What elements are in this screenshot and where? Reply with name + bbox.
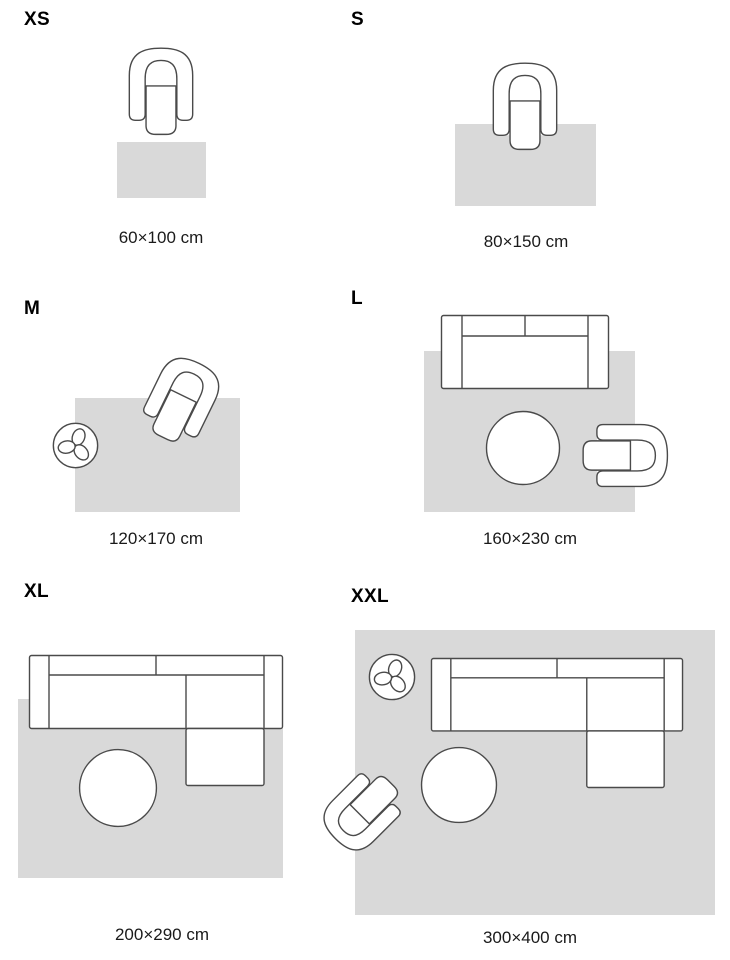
size-label-xl: XL — [24, 581, 49, 602]
size-caption-s: 80×150 cm — [483, 232, 569, 251]
size-label-xxl: XXL — [351, 586, 389, 607]
size-label-s: S — [351, 9, 364, 30]
armchair-icon — [481, 55, 569, 154]
plant-icon — [367, 652, 417, 702]
armchair-icon — [301, 751, 423, 873]
size-caption-m: 120×170 cm — [108, 529, 204, 548]
sofa-icon — [440, 314, 610, 390]
rug-xs — [117, 142, 206, 198]
sectional-sofa-icon — [430, 657, 686, 790]
plant-icon — [51, 421, 100, 470]
size-caption-xs: 60×100 cm — [118, 228, 204, 247]
size-caption-xxl: 300×400 cm — [482, 928, 578, 947]
armchair-icon — [124, 338, 241, 459]
coffee-table-icon — [78, 748, 158, 828]
coffee-table-icon — [420, 746, 498, 824]
size-label-l: L — [351, 288, 363, 309]
armchair-icon — [117, 40, 205, 139]
size-caption-xl: 200×290 cm — [114, 925, 210, 944]
size-caption-l: 160×230 cm — [482, 529, 578, 548]
armchair-icon — [579, 413, 676, 499]
size-label-xs: XS — [24, 9, 50, 30]
coffee-table-icon — [485, 410, 561, 486]
size-label-m: M — [24, 298, 41, 319]
sectional-sofa-icon — [28, 654, 286, 788]
